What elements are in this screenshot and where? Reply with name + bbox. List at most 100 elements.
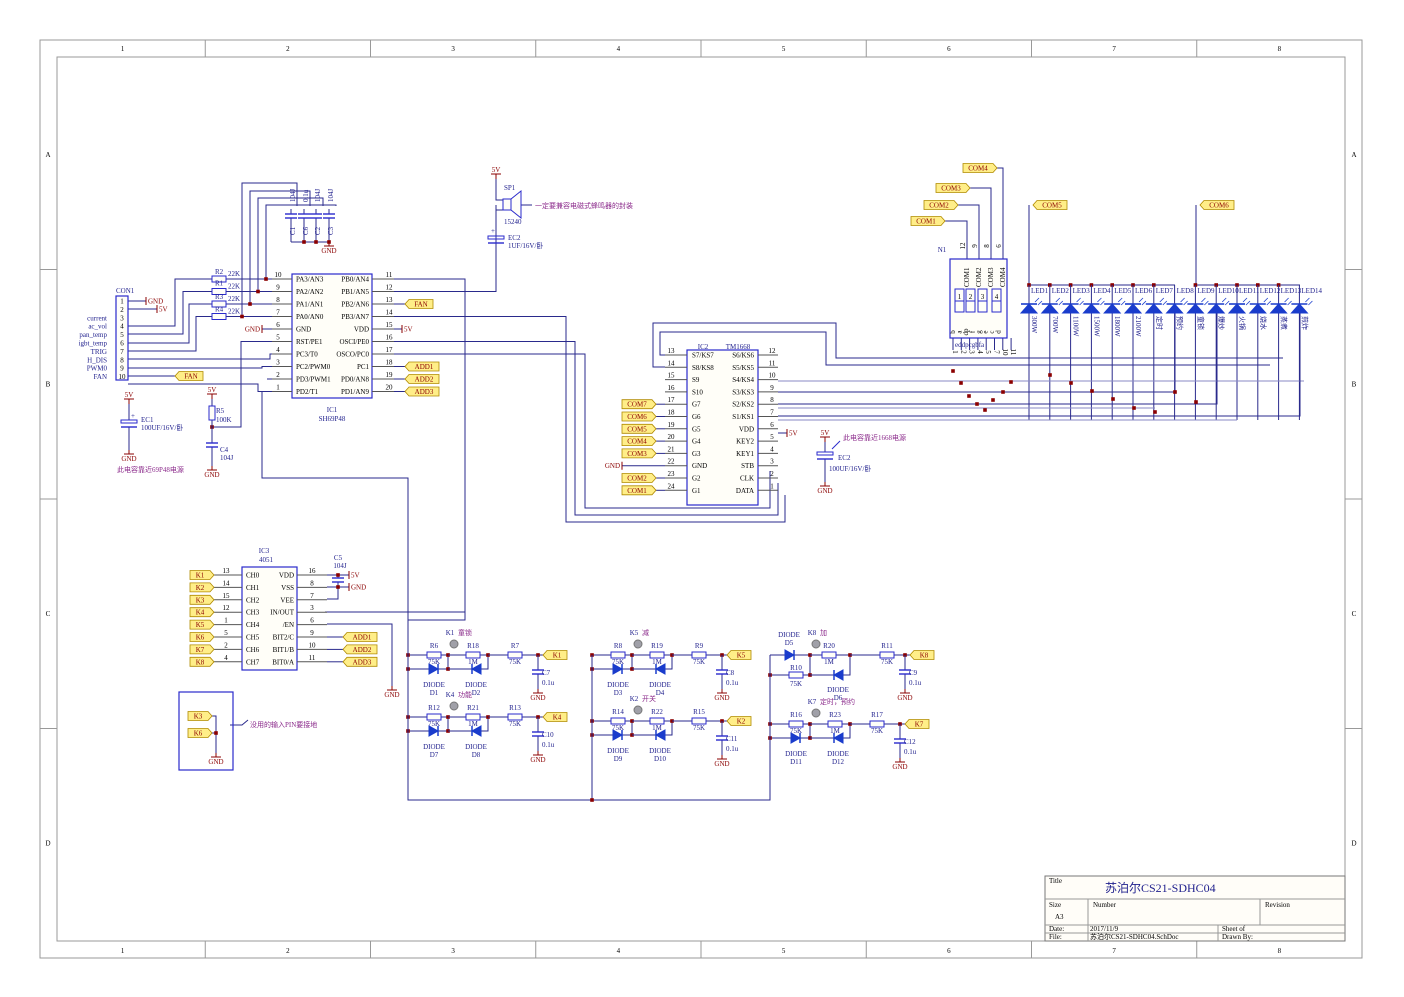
ic1-pin-number: 14: [386, 309, 394, 317]
resistor-r19: [649, 651, 665, 659]
ic2-pin-number: 10: [769, 372, 777, 380]
ic3-pin-number: 9: [310, 629, 314, 637]
ic3-port-k7: [189, 644, 215, 655]
zone-column-top: 8: [1278, 45, 1282, 53]
led-label: 300W: [1030, 316, 1038, 334]
con1-signal-label: TRIG: [91, 348, 107, 356]
ic2-pin-name: S9: [692, 376, 700, 384]
key-pad-k4: [449, 701, 459, 711]
led-ray: [1224, 300, 1230, 306]
ic1-pin-name: PC2/PWM0: [296, 363, 331, 371]
ic2-pin-number: 12: [769, 347, 777, 355]
ic3-port-k6: [189, 632, 215, 642]
ic3-port-k2-label: K2: [196, 584, 205, 592]
diode-ref: D3: [614, 689, 623, 697]
ic1-add2-port-label: ADD2: [415, 376, 434, 384]
wire: [778, 313, 1218, 405]
ic2-pin-number: 1: [770, 482, 774, 490]
resistor-r15: [691, 717, 707, 725]
diode-value: DIODE: [607, 747, 629, 755]
key-pad-k1: [449, 639, 459, 649]
diode-d11: [790, 732, 802, 744]
diode-d4: [654, 663, 666, 675]
ic2-vdd-5v: 5V: [789, 430, 798, 438]
wire: [128, 383, 262, 392]
ic1-pin-number: 1: [276, 384, 280, 392]
led-ref: LED7: [1156, 287, 1174, 295]
date-value: 2017/11/9: [1090, 925, 1119, 933]
ec2b-gnd: GND: [817, 487, 832, 495]
resistor-ref: R14: [612, 708, 624, 716]
wire: [481, 717, 489, 732]
key-pad-k5: [633, 639, 643, 649]
ic3-pin-number: 3: [310, 604, 314, 612]
junction-dot: [1009, 380, 1013, 384]
ic2-port-com7-label: COM7: [627, 401, 647, 409]
size-label: Size: [1049, 901, 1061, 909]
drawing-title: 苏泊尔CS21-SDHC04: [1105, 880, 1216, 895]
ec2b-plate: [816, 451, 834, 456]
junction-dot: [959, 381, 963, 385]
ic1-pin-number: 12: [386, 284, 394, 292]
ic1-pin-name: PB3/AN7: [341, 313, 369, 321]
diode-ref: D1: [430, 689, 439, 697]
resistor-r5: [208, 405, 216, 421]
junction-dot: [314, 240, 318, 244]
key-circuit-k8-port: [909, 650, 935, 660]
zone-column-top: 2: [286, 45, 290, 53]
led-ref: LED3: [1073, 287, 1091, 295]
ic2-pin-number: 4: [770, 445, 774, 453]
file-label: File:: [1049, 933, 1062, 941]
key-ref: K7: [808, 698, 817, 706]
led-ray: [1097, 297, 1102, 303]
ic3-port-k8: [189, 656, 215, 667]
ic3-pin-number: 15: [223, 592, 231, 600]
junction-dot: [1173, 390, 1177, 394]
zone-column-top: 6: [947, 45, 951, 53]
con1-pin-number: 8: [120, 356, 124, 364]
zone-row-right: D: [1351, 839, 1356, 847]
resistor-value: 22K: [228, 295, 240, 303]
ic1-pin-number: 3: [276, 359, 280, 367]
resistor-value: 75K: [509, 720, 521, 728]
key-ref: K4: [446, 691, 455, 699]
key-circuit-k4-port-label: K4: [553, 714, 562, 722]
ic3-pin-name: CH6: [246, 646, 260, 654]
ic2-port-com7: [621, 399, 657, 410]
key-circuit-k5-port-label: K5: [737, 652, 746, 660]
cap-ref: C2: [314, 226, 322, 235]
size-value: A3: [1055, 913, 1064, 921]
ic2-pin-name: VDD: [739, 425, 754, 433]
zone-column-bottom: 7: [1112, 947, 1116, 955]
wire: [659, 331, 1270, 366]
resistor-r4: [211, 313, 227, 320]
led-ray: [1308, 300, 1313, 306]
resistor-value: 75K: [790, 727, 802, 735]
unused-gnd: GND: [208, 758, 223, 766]
ic2-port-com6-label: COM6: [627, 413, 647, 421]
led-label: 童锁: [1196, 316, 1205, 330]
display-com-label: COM2: [975, 267, 983, 287]
ec2-ref: EC2: [508, 234, 521, 242]
wire: [481, 655, 489, 670]
ic2-pin-name: S1/KS1: [732, 413, 754, 421]
ic1-sh69p48: [291, 273, 373, 399]
wire: [665, 721, 673, 736]
con1-ref: CON1: [116, 287, 135, 295]
display-com-port-1: [910, 216, 946, 226]
ic1-pin-number: 9: [276, 284, 280, 292]
resistor-value: 1M: [652, 724, 663, 732]
zone-column-bottom: 4: [617, 947, 621, 955]
key-ref: K5: [630, 629, 639, 637]
ic3-pin-name: VSS: [281, 584, 294, 592]
ic3-pin-name: CH2: [246, 596, 260, 604]
ic3-port-k1-label: K1: [196, 572, 205, 580]
ec2b-value: 100UF/16V/卧: [829, 465, 871, 473]
diode-d6: [832, 669, 844, 681]
ic1-ref: IC1: [327, 406, 338, 414]
zone-column-top: 3: [451, 45, 455, 53]
ic2-pin-number: 21: [668, 445, 676, 453]
file-value: 苏泊尔CS21-SDHC04.SchDoc: [1090, 932, 1178, 941]
